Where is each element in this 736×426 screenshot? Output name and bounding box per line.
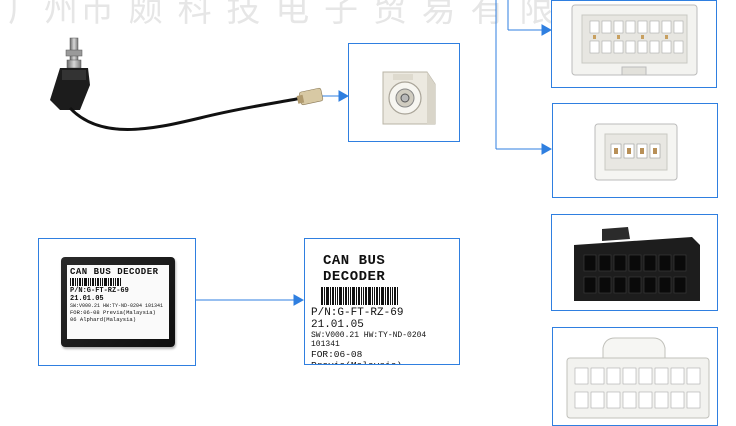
- decoder-software-large: SW:V000.21 HW:TY-ND-0204 101341: [311, 331, 427, 349]
- decoder-part-number-small: P/N:G-FT-RZ-69 21.01.05: [70, 287, 129, 303]
- decoder-label-closeup: CAN BUS DECODER P/N:G-FT-RZ-69 21.01.05 …: [311, 253, 455, 364]
- frame-white-connector-small: [552, 103, 718, 198]
- arrowhead-antenna: [338, 90, 350, 102]
- barcode-small: [70, 278, 166, 286]
- decoder-for-large: FOR:06-08 Previa(Malaysia): [311, 349, 402, 364]
- decoder-sticker: CAN BUS DECODER P/N:G-FT-RZ-69 21.01.05 …: [67, 265, 169, 339]
- watermark: 广州市 颇 科 技 电 子 贸 易 有 限 公 司: [8, 0, 653, 30]
- frame-decoder-box: CAN BUS DECODER P/N:G-FT-RZ-69 21.01.05 …: [38, 238, 196, 366]
- white-connector-8pin-icon: [594, 123, 678, 181]
- antenna-adapter-cable: [50, 37, 324, 131]
- white-connector-20pin-icon: [571, 4, 698, 76]
- decoder-software-small: SW:V000.21 HW:TY-ND-0204 101341: [70, 303, 164, 309]
- decoder-for-small: FOR:06-08 Previa(Malaysia): [70, 309, 156, 316]
- frame-fakra-plug: [348, 43, 460, 142]
- white-connector-bottom-icon: [566, 337, 710, 419]
- arrowhead-decoder: [293, 294, 305, 306]
- frame-decoder-label: CAN BUS DECODER P/N:G-FT-RZ-69 21.01.05 …: [304, 238, 460, 365]
- fakra-connector-icon: [382, 71, 436, 125]
- frame-white-connector-large: [551, 0, 717, 88]
- decoder-part-number-large: P/N:G-FT-RZ-69 21.01.05: [311, 307, 404, 331]
- arrowhead-top-connector: [541, 24, 553, 36]
- decoder-model-small: 06 Alphard(Malaysia): [70, 316, 137, 323]
- frame-black-connector: [551, 214, 718, 311]
- decoder-title-small: CAN BUS DECODER: [70, 267, 159, 277]
- decoder-box: CAN BUS DECODER P/N:G-FT-RZ-69 21.01.05 …: [61, 257, 175, 347]
- arrowhead-second-connector: [541, 143, 553, 155]
- frame-white-connector-bottom: [552, 327, 718, 426]
- barcode-large: [321, 287, 455, 305]
- decoder-title-large: CAN BUS DECODER: [323, 253, 386, 285]
- black-connector-16pin-icon: [574, 227, 700, 301]
